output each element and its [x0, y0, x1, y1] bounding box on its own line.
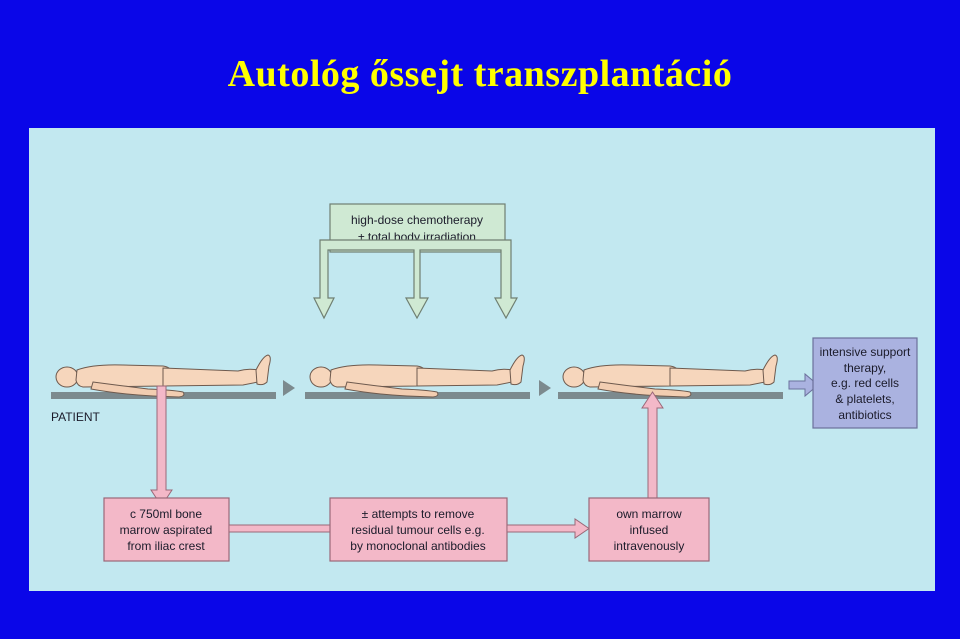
support-line-5: antibiotics [838, 408, 891, 422]
support-section: intensive support therapy, e.g. red cell… [812, 337, 918, 429]
patient-3 [558, 354, 783, 399]
arrow-2-3 [506, 518, 590, 539]
support-line-1: intensive support [820, 345, 911, 359]
step-1: c 750ml bone marrow aspirated from iliac… [103, 497, 230, 562]
chemo-arrows [313, 239, 519, 320]
step-1-box [103, 497, 230, 562]
step-2-line-1: ± attempts to remove [362, 507, 475, 521]
step-1-line-3: from iliac crest [127, 539, 205, 553]
support-line-4: & platelets, [835, 392, 894, 406]
patient-label: PATIENT [51, 410, 101, 424]
chemo-line-1: high-dose chemotherapy [351, 213, 483, 227]
step-3-line-3: intravenously [614, 539, 685, 553]
step-1-line-1: c 750ml bone [130, 507, 202, 521]
patient-2 [305, 354, 530, 399]
connector-1-2 [228, 524, 331, 533]
step-3-box [588, 497, 710, 562]
support-line-3: e.g. red cells [831, 376, 899, 390]
support-box [812, 337, 918, 429]
step-3: own marrow infused intravenously [588, 497, 710, 562]
arrow-step-1-2 [283, 380, 295, 396]
step-1-line-2: marrow aspirated [120, 523, 213, 537]
diagram: high-dose chemotherapy ± total body irra… [29, 128, 935, 591]
support-line-2: therapy, [844, 361, 886, 375]
arrow-to-support [788, 372, 819, 398]
arrow-infusion [641, 391, 664, 499]
step-3-line-1: own marrow [616, 507, 682, 521]
arrow-step-2-3 [539, 380, 551, 396]
step-2-line-3: by monoclonal antibodies [350, 539, 485, 553]
chemotherapy-section: high-dose chemotherapy ± total body irra… [313, 203, 519, 320]
step-3-line-2: infused [630, 523, 669, 537]
step-2-box [329, 497, 508, 562]
diagram-panel: high-dose chemotherapy ± total body irra… [29, 128, 935, 591]
slide-title: Autológ őssejt transzplantáció [227, 53, 733, 95]
step-2-line-2: residual tumour cells e.g. [351, 523, 484, 537]
step-2: ± attempts to remove residual tumour cel… [329, 497, 508, 562]
